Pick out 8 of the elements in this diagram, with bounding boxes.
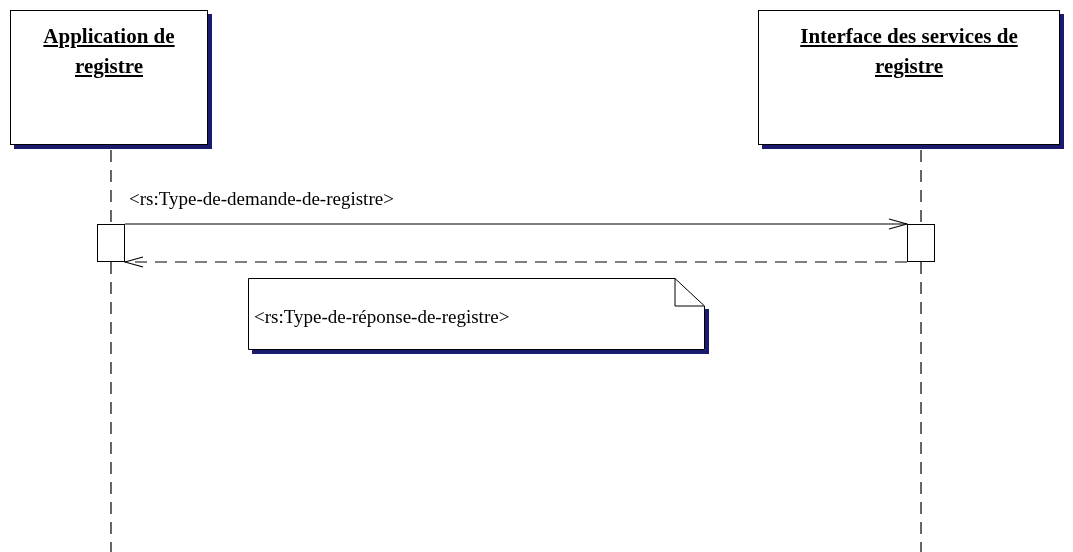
participant-name: Application de registre: [42, 23, 176, 80]
lifeline: [110, 149, 112, 225]
message-arrow: [124, 256, 908, 268]
lifeline: [920, 149, 922, 225]
message-arrow: [124, 218, 908, 230]
activation-bar: [97, 224, 125, 262]
activation-bar: [907, 224, 935, 262]
participant-name: Interface des services de registre: [799, 23, 1019, 80]
